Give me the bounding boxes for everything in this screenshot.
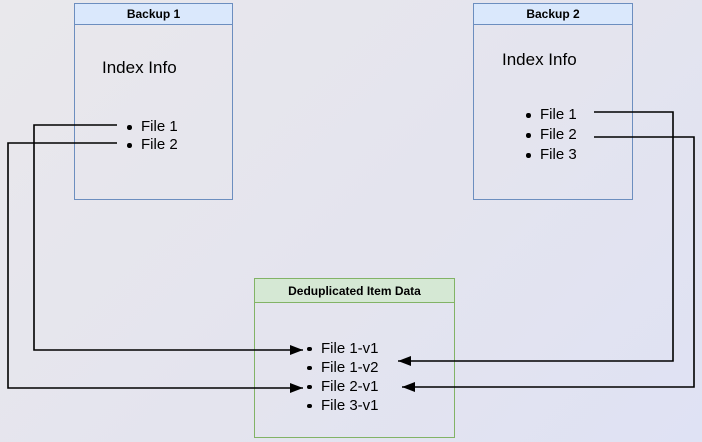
list-item: File 1-v1: [307, 339, 379, 358]
list-item: File 3: [526, 145, 577, 165]
list-item: File 2-v1: [307, 377, 379, 396]
list-item: File 2: [526, 125, 577, 145]
backup2-box: Backup 2 Index Info File 1 File 2 File 3: [473, 3, 633, 200]
backup2-title: Backup 2: [474, 4, 632, 25]
list-item: File 2: [127, 136, 178, 154]
backup1-title: Backup 1: [75, 4, 232, 25]
deduplicated-item-data-box: Deduplicated Item Data File 1-v1 File 1-…: [254, 278, 455, 438]
backup1-index-info-label: Index Info: [102, 58, 177, 77]
list-item: File 1-v2: [307, 358, 379, 377]
list-item: File 1: [526, 105, 577, 125]
backup1-file-list: File 1 File 2: [127, 118, 178, 154]
backup2-file-list: File 1 File 2 File 3: [526, 105, 577, 165]
list-item: File 1: [127, 118, 178, 136]
backup1-box: Backup 1 Index Info File 1 File 2: [74, 3, 233, 200]
list-item: File 3-v1: [307, 396, 379, 415]
backup2-index-info-label: Index Info: [502, 50, 577, 69]
dedup-item-list: File 1-v1 File 1-v2 File 2-v1 File 3-v1: [307, 339, 379, 415]
dedup-title: Deduplicated Item Data: [255, 279, 454, 303]
